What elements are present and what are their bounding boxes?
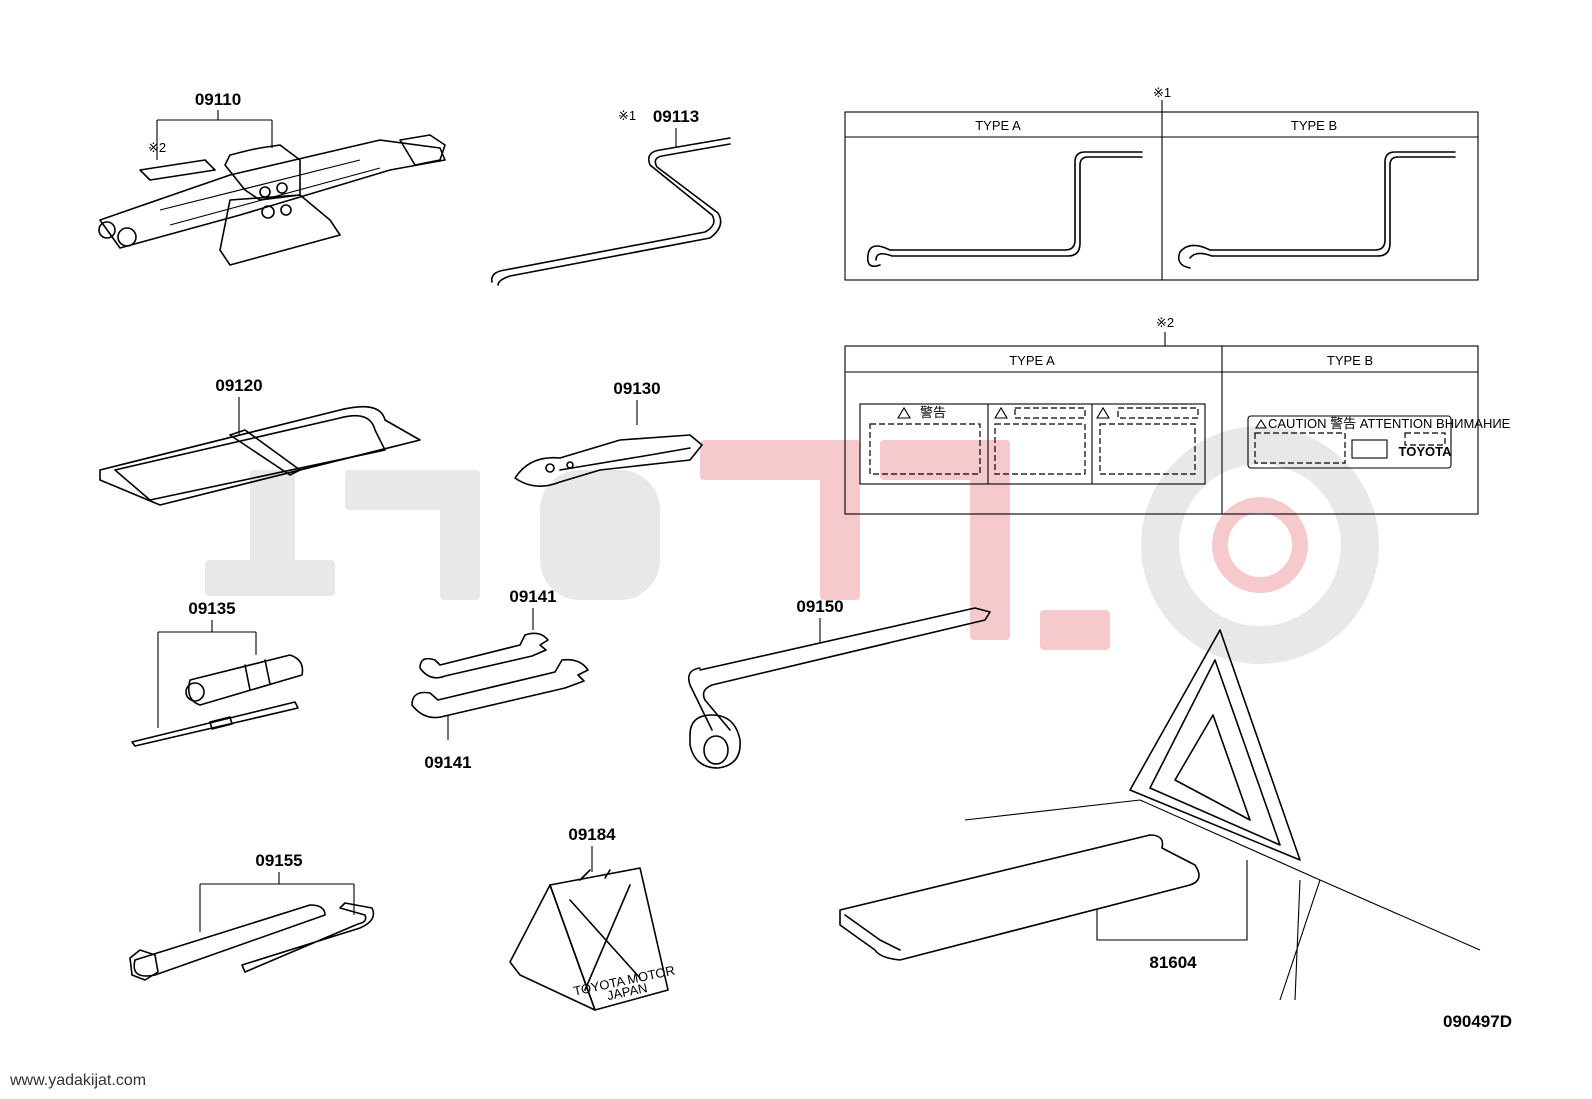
box2-type-a: TYPE A (1009, 353, 1055, 368)
box2-label-types: ※2 TYPE A TYPE B 警告 CAUTION 警告 ATTENTION… (844, 315, 1511, 515)
note-box2: ※2 (1156, 315, 1174, 330)
part-label-jack-handle: 09113 (653, 107, 699, 126)
website-watermark: www.yadakijat.com (10, 1072, 147, 1089)
box2-type-b: TYPE B (1327, 353, 1373, 368)
label-b-brand: TOYOTA (1399, 444, 1453, 459)
handle-type-b-icon (1177, 151, 1456, 269)
box1-type-b: TYPE B (1291, 118, 1337, 133)
note-box1: ※1 (1153, 85, 1171, 100)
part-label-wrench-upper: 09141 (509, 587, 556, 606)
wrench-upper-icon (419, 632, 549, 679)
box1-type-a: TYPE A (975, 118, 1021, 133)
wheel-chock-icon: TOYOTA MOTOR JAPAN (509, 867, 676, 1011)
label-b-header: CAUTION 警告 ATTENTION ВНИМАНИЕ (1268, 416, 1511, 431)
note-handle: ※1 (618, 108, 636, 123)
watermark-logo (205, 426, 1379, 664)
screwdriver-icon (131, 654, 304, 747)
label-a-header: 警告 (920, 405, 946, 420)
wrench-group: 09141 09141 (411, 587, 589, 772)
tool-bag-icon (99, 405, 421, 506)
tool-bag-group: 09120 (99, 376, 421, 506)
warning-triangle-icon (839, 629, 1481, 1001)
plug-wrench-icon (129, 902, 375, 981)
part-label-jack: 09110 (195, 90, 241, 109)
diagram-code: 090497D (1443, 1012, 1512, 1031)
part-label-screwdriver: 09135 (188, 599, 235, 618)
box1-handle-types: ※1 TYPE A TYPE B (844, 85, 1479, 281)
part-label-tool-bag: 09120 (215, 376, 262, 395)
jack-group: 09110 ※2 (98, 90, 446, 266)
screwdriver-group: 09135 (131, 599, 304, 747)
pliers-icon (514, 434, 703, 487)
jack-icon (98, 134, 446, 266)
warning-triangle-group: 81604 (839, 629, 1481, 1001)
wrench-lower-icon (411, 658, 589, 719)
handle-type-a-icon (866, 151, 1143, 268)
part-label-plug-wrench: 09155 (255, 851, 302, 870)
plug-wrench-group: 09155 (129, 851, 375, 981)
wheel-chock-group: 09184 TOYOTA MOTOR JAPAN (509, 825, 676, 1011)
pliers-group: 09130 (514, 379, 703, 487)
part-label-warning-triangle: 81604 (1149, 953, 1197, 972)
warning-label-type-b: CAUTION 警告 ATTENTION ВНИМАНИЕ TOYOTA (1247, 415, 1511, 469)
wheel-wrench-icon (687, 607, 991, 769)
jack-handle-icon (490, 137, 731, 286)
note-jack: ※2 (148, 140, 166, 155)
part-label-wrench-lower: 09141 (424, 753, 471, 772)
jack-handle-group: ※1 09113 (490, 107, 731, 286)
wheel-wrench-group: 09150 (687, 597, 991, 769)
part-label-pliers: 09130 (613, 379, 660, 398)
warning-label-type-a: 警告 (859, 403, 1206, 485)
part-label-wheel-chock: 09184 (568, 825, 616, 844)
part-label-wheel-wrench: 09150 (796, 597, 843, 616)
